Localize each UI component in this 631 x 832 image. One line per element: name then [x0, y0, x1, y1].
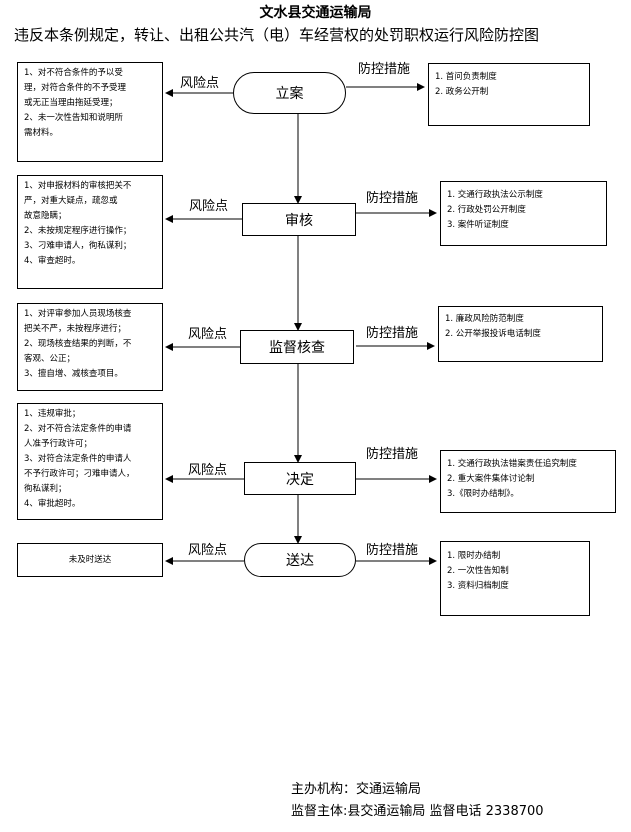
step-node-2: 审核 [242, 203, 356, 236]
step-node-4: 决定 [244, 462, 356, 495]
control-label-4: 防控措施 [366, 447, 419, 462]
risk-box-4: 1、违规审批； 2、对不符合法定条件的申请 人准予行政许可； 3、对符合法定条件… [17, 403, 163, 520]
risk-label-4: 风险点 [188, 463, 228, 478]
control-line: 2. 公开举报投诉电话制度 [445, 329, 541, 339]
risk-line: 2、现场核查结果的判断，不 [24, 339, 132, 349]
control-line: 2. 行政处罚公开制度 [447, 205, 526, 215]
step-node-3: 监督核查 [240, 330, 354, 364]
risk-line: 客观、公正； [24, 354, 76, 364]
step-node-1: 立案 [233, 72, 346, 114]
risk-box-3: 1、对评审参加人员现场核查 把关不严，未按程序进行； 2、现场核查结果的判断，不… [17, 303, 163, 391]
risk-line: 1、对申报材料的审核把关不 [24, 181, 132, 191]
control-line: 1. 交通行政执法错案责任追究制度 [447, 459, 577, 469]
control-box-1: 1. 首问负责制度 2. 政务公开制 [428, 63, 590, 126]
risk-line: 把关不严，未按程序进行； [24, 324, 127, 334]
control-line: 1. 交通行政执法公示制度 [447, 190, 543, 200]
control-line: 3. 案件听证制度 [447, 220, 509, 230]
control-box-5: 1. 限时办结制 2. 一次性告知制 3. 资料归档制度 [440, 541, 590, 616]
risk-box-5: 未及时送达 [17, 543, 163, 577]
risk-line: 4、审查超时。 [24, 256, 81, 266]
risk-line: 3、对符合法定条件的申请人 [24, 454, 132, 464]
control-box-2: 1. 交通行政执法公示制度 2. 行政处罚公开制度 3. 案件听证制度 [440, 181, 607, 246]
control-line: 1. 首问负责制度 [435, 72, 497, 82]
control-line: 1. 限时办结制 [447, 551, 501, 561]
risk-line: 1、对评审参加人员现场核查 [24, 309, 132, 319]
control-box-4: 1. 交通行政执法错案责任追究制度 2. 重大案件集体讨论制 3.《限时办结制》… [440, 450, 616, 513]
risk-label-5: 风险点 [188, 543, 228, 558]
risk-line: 不予行政许可；刁难申请人， [24, 469, 135, 479]
risk-line: 3、刁难申请人，徇私谋利； [24, 241, 132, 251]
step-node-5: 送达 [244, 543, 356, 577]
control-line: 2. 一次性告知制 [447, 566, 509, 576]
control-line: 1. 廉政风险防范制度 [445, 314, 524, 324]
risk-line: 4、审批超时。 [24, 499, 81, 509]
control-label-5: 防控措施 [366, 543, 419, 558]
control-label-2: 防控措施 [366, 191, 419, 206]
control-label-1: 防控措施 [358, 62, 411, 77]
page-subtitle: 违反本条例规定，转让、出租公共汽（电）车经营权的处罚职权运行风险防控图 [14, 26, 540, 44]
risk-line: 3、擅自增、减核查项目。 [24, 369, 123, 379]
control-label-3: 防控措施 [366, 326, 419, 341]
risk-label-1: 风险点 [180, 76, 220, 91]
control-line: 2. 重大案件集体讨论制 [447, 474, 535, 484]
control-line: 3.《限时办结制》。 [447, 489, 519, 499]
risk-line: 故意隐瞒； [24, 211, 67, 221]
risk-line: 2、对不符合法定条件的申请 [24, 424, 132, 434]
footer-supervisor: 监督主体:县交通运输局 监督电话 2338700 [291, 804, 544, 819]
risk-line: 严，对重大疑点，疏忽或 [24, 196, 118, 206]
control-line: 2. 政务公开制 [435, 87, 489, 97]
risk-line: 1、违规审批； [24, 409, 81, 419]
risk-line: 徇私谋利； [24, 484, 67, 494]
risk-line: 未及时送达 [68, 554, 112, 565]
footer-organizer: 主办机构：交通运输局 [291, 782, 422, 797]
risk-box-1: 1、对不符合条件的予以受 理，对符合条件的不予受理 或无正当理由拖延受理； 2、… [17, 62, 163, 162]
risk-line: 需材料。 [24, 128, 59, 138]
risk-line: 理，对符合条件的不予受理 [24, 83, 127, 93]
risk-line: 或无正当理由拖延受理； [24, 98, 118, 108]
risk-line: 2、未按规定程序进行操作； [24, 226, 132, 236]
control-line: 3. 资料归档制度 [447, 581, 509, 591]
risk-line: 人准予行政许可； [24, 439, 93, 449]
risk-line: 1、对不符合条件的予以受 [24, 68, 123, 78]
risk-line: 2、未一次性告知和说明所 [24, 113, 123, 123]
control-box-3: 1. 廉政风险防范制度 2. 公开举报投诉电话制度 [438, 306, 603, 362]
page-title: 文水县交通运输局 [259, 5, 372, 21]
risk-label-2: 风险点 [189, 199, 229, 214]
risk-box-2: 1、对申报材料的审核把关不 严，对重大疑点，疏忽或 故意隐瞒； 2、未按规定程序… [17, 175, 163, 289]
risk-label-3: 风险点 [188, 327, 228, 342]
